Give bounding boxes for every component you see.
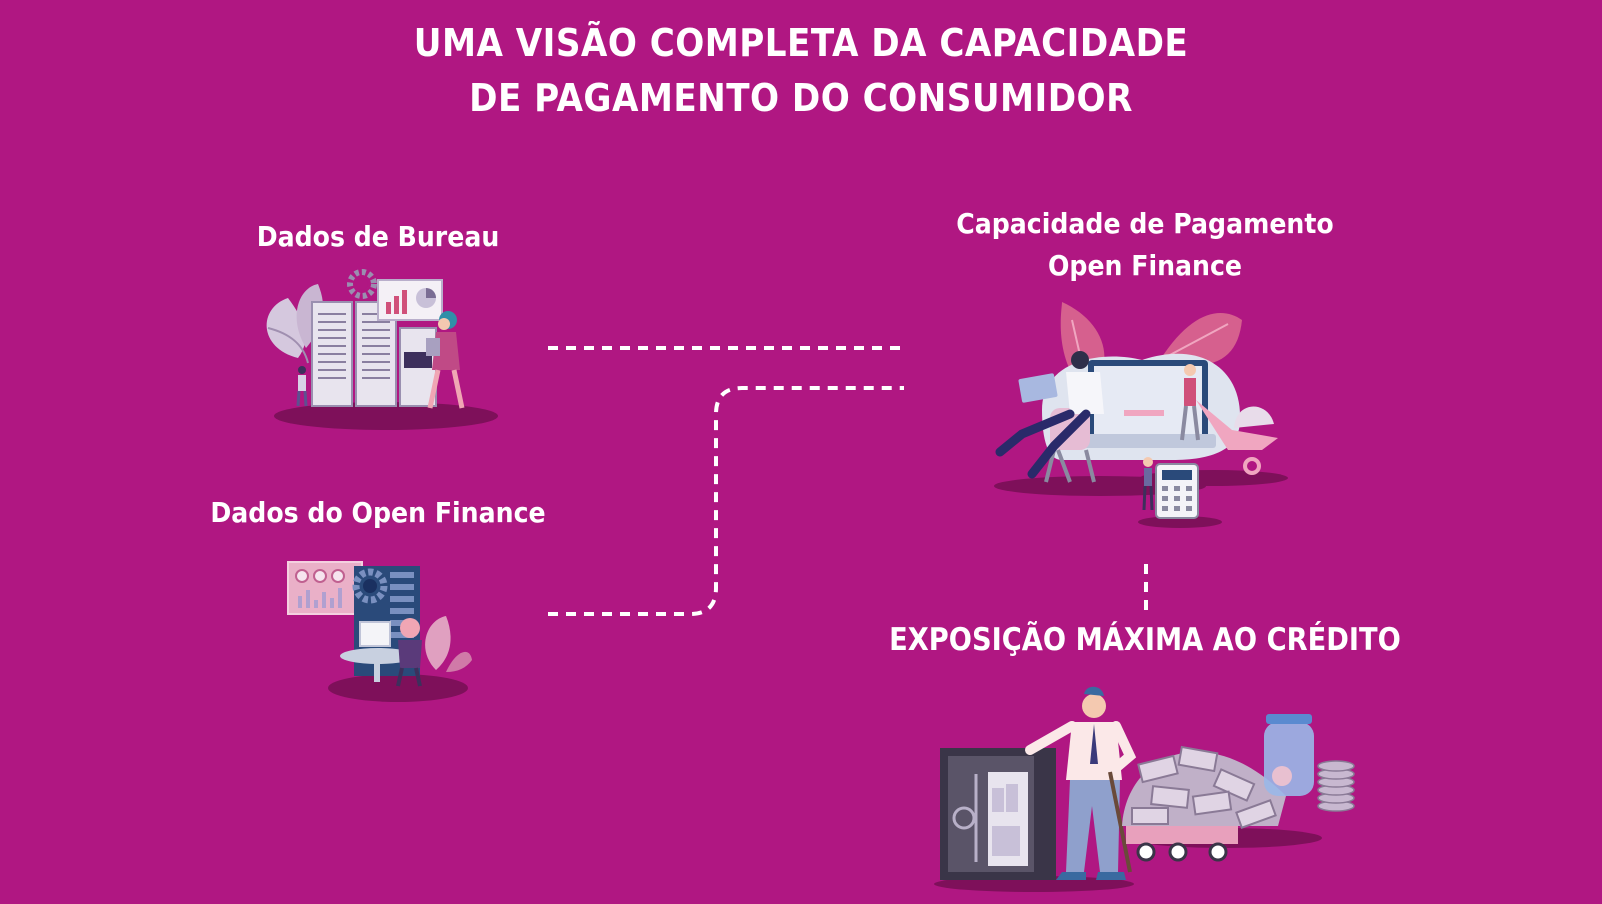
max-credit-exposure-label: EXPOSIÇÃO MÁXIMA AO CRÉDITO [889,622,1401,658]
connector-open-finance-to-capacity [548,386,904,616]
payment-capacity-illustration [994,302,1288,528]
payment-capacity-label-line-2: Open Finance [1047,249,1243,282]
page-title-line-2: DE PAGAMENTO DO CONSUMIDOR [469,76,1133,120]
open-finance-data-label: Dados do Open Finance [210,496,546,529]
page-title-line-1: UMA VISÃO COMPLETA DA CAPACIDADE [413,21,1189,65]
open-finance-data-illustration [287,561,472,702]
bureau-data-label: Dados de Bureau [256,220,500,253]
payment-capacity-label: Capacidade de Pagamento Open Finance [920,203,1370,287]
payment-capacity-label-line-1: Capacidade de Pagamento [956,207,1334,240]
max-credit-exposure-illustration [934,686,1355,892]
bureau-data-illustration [266,269,498,430]
page-title: UMA VISÃO COMPLETA DA CAPACIDADE DE PAGA… [80,16,1522,126]
